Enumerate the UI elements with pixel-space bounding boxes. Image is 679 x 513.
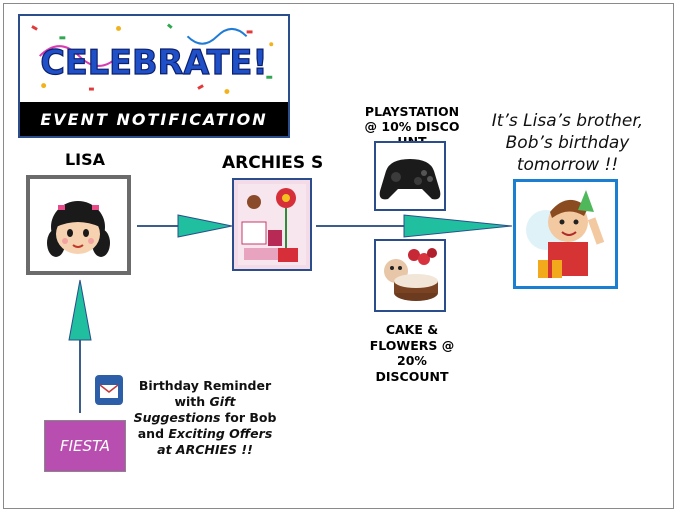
playstation-node[interactable] xyxy=(374,141,446,211)
cake-flowers-icon xyxy=(384,248,438,301)
fiesta-node[interactable]: FIESTA xyxy=(44,420,126,472)
bob-caption: It’s Lisa’s brother, Bob’s birthday tomo… xyxy=(491,111,644,175)
svg-text:CELEBRATE!: CELEBRATE! xyxy=(40,43,267,82)
reminder-exciting: Exciting Offers at ARCHIES !! xyxy=(157,426,273,457)
gift-shop-icon xyxy=(238,184,306,265)
reminder-line2: for Bob and xyxy=(137,410,277,441)
archies-label: ARCHIES SITE xyxy=(222,153,322,171)
cake-node[interactable] xyxy=(374,239,446,312)
archies-node[interactable] xyxy=(232,178,312,271)
celebrate-banner-art: CELEBRATE! xyxy=(31,23,274,94)
envelope-icon xyxy=(95,375,123,405)
cake-label: CAKE & FLOWERS @ 20% DISCOUNT xyxy=(369,322,455,384)
arrow-fiesta-to-lisa xyxy=(68,279,92,413)
reminder-text: Birthday Reminder with Gift Suggestions … xyxy=(130,378,280,458)
birthday-boy-icon xyxy=(526,190,605,278)
gamepad-icon xyxy=(379,159,441,200)
lisa-node[interactable] xyxy=(26,175,131,275)
banner-caption: EVENT NOTIFICATION xyxy=(20,102,288,136)
arrow-archies-to-bob xyxy=(316,214,513,238)
arrow-lisa-to-archies xyxy=(137,214,233,238)
lisa-label: LISA xyxy=(64,150,106,169)
bob-node[interactable] xyxy=(513,179,618,289)
slide-frame xyxy=(3,3,674,509)
reminder-gift: Gift Suggestions xyxy=(133,394,236,425)
event-banner: CELEBRATE! EVENT NOTIFICATION xyxy=(18,14,290,138)
girl-face-icon xyxy=(47,201,110,257)
reminder-line1: Birthday Reminder with xyxy=(138,378,272,409)
